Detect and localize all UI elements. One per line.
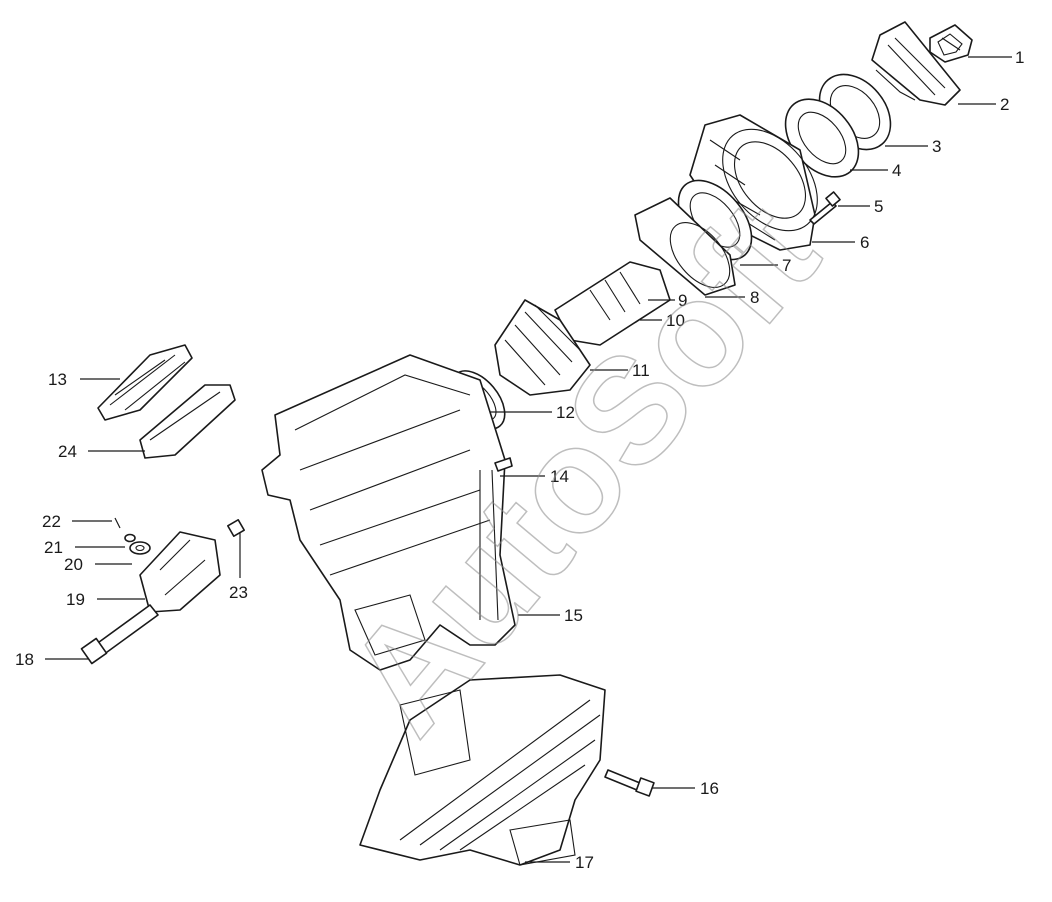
part-8-cup	[634, 197, 736, 296]
part-1-cap	[929, 24, 973, 63]
part-11-pinion-gear	[494, 299, 591, 396]
callout-3: 3	[932, 137, 941, 156]
callout-23: 23	[229, 583, 248, 602]
callout-15: 15	[564, 606, 583, 625]
callout-1: 1	[1015, 48, 1024, 67]
callout-12: 12	[556, 403, 575, 422]
callout-8: 8	[750, 288, 759, 307]
callout-2: 2	[1000, 95, 1009, 114]
part-17-ring-gear	[359, 674, 606, 866]
part-24-ring	[139, 384, 236, 459]
part-14-pin	[494, 457, 513, 472]
part-13-bearing	[97, 344, 193, 421]
callout-18: 18	[15, 650, 34, 669]
part-19-cap	[139, 531, 221, 613]
callout-9: 9	[678, 291, 687, 310]
leader-lines	[45, 56, 1012, 863]
callout-5: 5	[874, 197, 883, 216]
callout-4: 4	[892, 161, 901, 180]
callout-10: 10	[666, 311, 685, 330]
callout-21: 21	[44, 538, 63, 557]
callout-19: 19	[66, 590, 85, 609]
callout-22: 22	[42, 512, 61, 531]
callout-14: 14	[550, 467, 569, 486]
callout-17: 17	[575, 853, 594, 872]
callout-20: 20	[64, 555, 83, 574]
callout-6: 6	[860, 233, 869, 252]
part-21-nut	[124, 533, 136, 543]
callout-16: 16	[700, 779, 719, 798]
callout-24: 24	[58, 442, 77, 461]
part-23-bushing	[227, 519, 245, 537]
part-18-bolt	[80, 604, 159, 665]
part-22-pin	[114, 517, 121, 529]
callout-11: 11	[632, 361, 650, 380]
part-5-bolt	[809, 191, 841, 225]
callout-7: 7	[782, 256, 791, 275]
part-16-bolt	[604, 769, 655, 797]
part-20-washer	[129, 541, 151, 555]
callout-13: 13	[48, 370, 67, 389]
callout-labels: 1 2 3 4 5 6 7 8 9 10 11 12 13 14 24 15 1…	[15, 48, 1024, 872]
part-2-bearing	[871, 21, 961, 106]
